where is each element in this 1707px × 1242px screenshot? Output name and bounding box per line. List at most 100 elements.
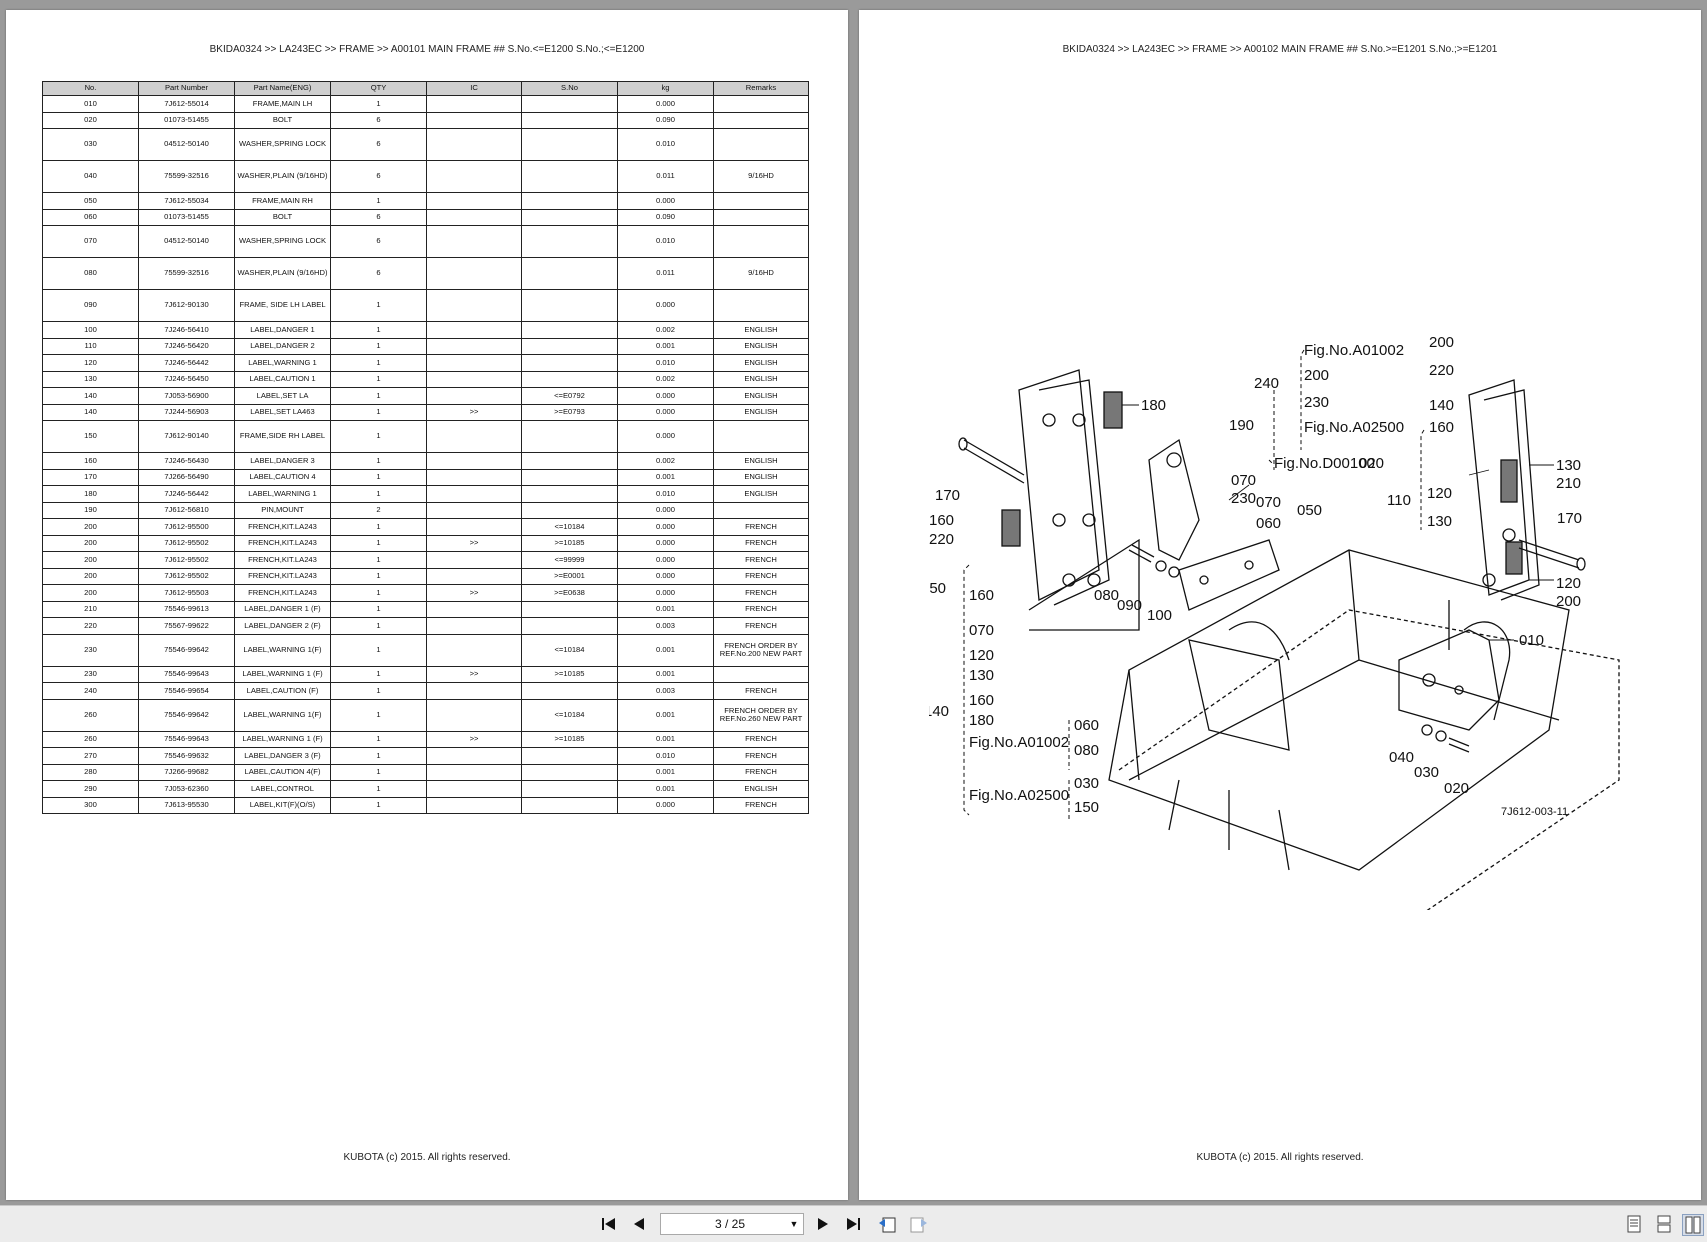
cell-part-name: LABEL,WARNING 1 [234, 354, 331, 372]
cell-qty: 1 [330, 387, 427, 405]
cell-part-number: 75599-32516 [138, 257, 235, 290]
cell-no: 260 [42, 730, 139, 748]
callout-050: 050 [1297, 502, 1322, 519]
cell-sno: >=E0638 [521, 584, 618, 602]
page-footer: KUBOTA (c) 2015. All rights reserved. [1196, 1152, 1364, 1163]
cell-kg: 0.001 [617, 665, 714, 683]
prev-page-icon[interactable] [628, 1214, 650, 1234]
cell-part-name: LABEL,DANGER 3 (F) [234, 747, 331, 765]
last-page-icon[interactable] [842, 1214, 864, 1234]
back-view-icon[interactable] [876, 1214, 898, 1234]
cell-ic: >> [426, 403, 522, 421]
cell-ic: >> [426, 534, 522, 552]
cell-remarks [713, 111, 809, 129]
single-page-view-icon[interactable] [1624, 1214, 1644, 1234]
cell-sno [521, 337, 618, 355]
cell-kg: 0.000 [617, 192, 714, 210]
cell-part-number: 7J612-55014 [138, 95, 235, 113]
cell-ic [426, 600, 522, 618]
cell-kg: 0.000 [617, 567, 714, 585]
two-page-view-icon[interactable] [1682, 1214, 1704, 1236]
cell-kg: 0.000 [617, 534, 714, 552]
callout-fig-a02500-top: Fig.No.A02500 [1304, 419, 1404, 436]
cell-kg: 0.001 [617, 600, 714, 618]
cell-part-name: WASHER,PLAIN (9/16HD) [234, 257, 331, 290]
cell-no: 140 [42, 403, 139, 421]
cell-remarks: FRENCH ORDER BY REF.No.260 NEW PART [713, 698, 809, 732]
cell-no: 270 [42, 747, 139, 765]
cell-sno: <=10184 [521, 698, 618, 732]
callout-070-b: 070 [1256, 494, 1281, 511]
chevron-down-icon[interactable]: ▼ [789, 1219, 799, 1229]
page-header: BKIDA0324 >> LA243EC >> FRAME >> A00102 … [1062, 44, 1498, 55]
first-page-icon[interactable] [598, 1214, 620, 1234]
cell-no: 260 [42, 698, 139, 732]
forward-view-icon[interactable] [908, 1214, 930, 1234]
callout-010: 010 [1519, 632, 1544, 649]
cell-no: 240 [42, 682, 139, 700]
callout-060-left: 060 [1074, 717, 1099, 734]
cell-qty: 1 [330, 420, 427, 453]
parts-table: No. Part Number Part Name(ENG) QTY IC S.… [42, 81, 809, 814]
callout-200-far: 200 [1556, 593, 1581, 610]
viewer-toolbar: 3 / 25 ▼ [0, 1205, 1707, 1242]
cell-no: 080 [42, 257, 139, 290]
cell-sno [521, 257, 618, 290]
cell-ic: >> [426, 665, 522, 683]
callout-150-left: 150 [1074, 799, 1099, 816]
cell-remarks: ENGLISH [713, 321, 809, 339]
cell-qty: 2 [330, 501, 427, 519]
cell-ic [426, 452, 522, 470]
cell-part-number: 7J246-56442 [138, 354, 235, 372]
cell-remarks [713, 192, 809, 210]
page-number-field[interactable]: 3 / 25 ▼ [660, 1213, 804, 1235]
cell-sno [521, 128, 618, 161]
cell-sno: <=10184 [521, 633, 618, 667]
col-header-kg: kg [617, 81, 714, 96]
col-header-part-name: Part Name(ENG) [234, 81, 331, 96]
cell-part-number: 7J053-62360 [138, 780, 235, 798]
cell-part-name: FRENCH,KIT.LA243 [234, 551, 331, 569]
cell-part-number: 7J246-56442 [138, 485, 235, 503]
next-page-icon[interactable] [812, 1214, 834, 1234]
cell-part-number: 7J612-55034 [138, 192, 235, 210]
cell-qty: 1 [330, 698, 427, 732]
frame-main-lh [1018, 369, 1100, 602]
continuous-view-icon[interactable] [1654, 1214, 1674, 1234]
cell-no: 010 [42, 95, 139, 113]
callout-230-top: 230 [1304, 394, 1329, 411]
cell-remarks [713, 665, 809, 683]
cell-sno: >=10185 [521, 534, 618, 552]
cell-part-number: 04512-50140 [138, 225, 235, 258]
cell-part-name: LABEL,KIT(F)(O/S) [234, 796, 331, 814]
cell-ic [426, 370, 522, 388]
cell-part-number: 7J266-99682 [138, 763, 235, 781]
cell-kg: 0.001 [617, 780, 714, 798]
cell-qty: 6 [330, 111, 427, 129]
cell-part-name: LABEL,DANGER 1 [234, 321, 331, 339]
col-header-ic: IC [426, 81, 522, 96]
cell-no: 110 [42, 337, 139, 355]
page-header: BKIDA0324 >> LA243EC >> FRAME >> A00101 … [209, 44, 645, 55]
cell-part-name: LABEL,SET LA [234, 387, 331, 405]
cell-kg: 0.010 [617, 747, 714, 765]
callout-fig-a01002-left: Fig.No.A01002 [969, 734, 1069, 751]
cell-sno [521, 95, 618, 113]
cell-remarks [713, 208, 809, 226]
callout-210-far: 210 [1556, 475, 1581, 492]
callout-140-right: 140 [1429, 397, 1454, 414]
cell-remarks: FRENCH [713, 730, 809, 748]
cell-sno [521, 763, 618, 781]
cell-qty: 1 [330, 584, 427, 602]
